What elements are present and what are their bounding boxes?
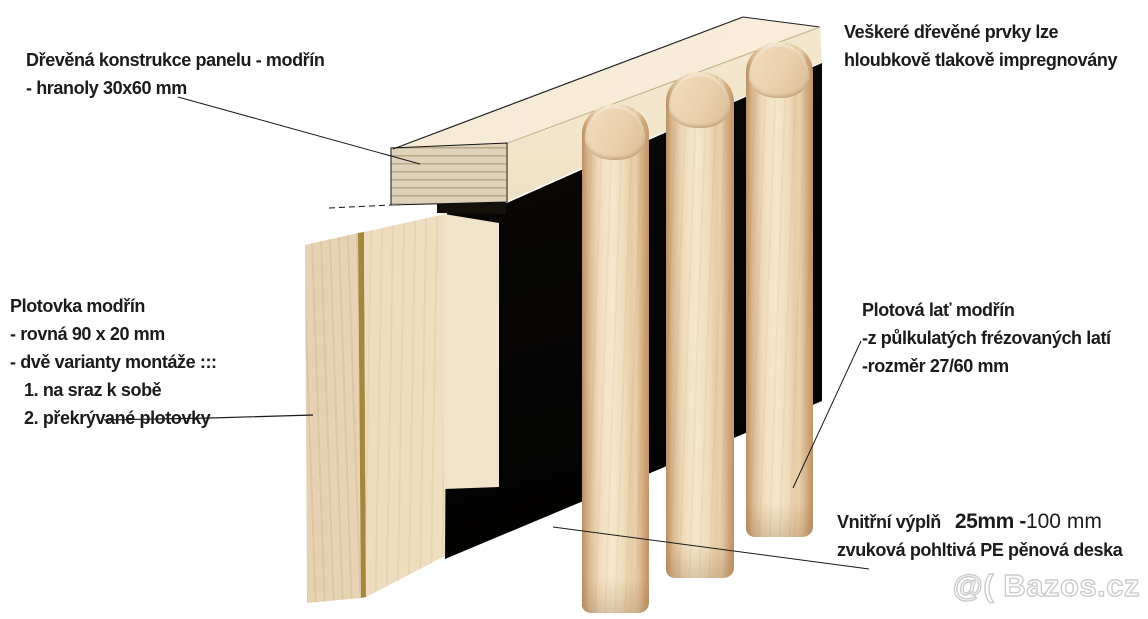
annotation-infill: Vnitřní výplň 25mm -100 mm zvuková pohlti…	[837, 508, 1123, 564]
round-lath-3	[746, 42, 813, 537]
annotation-impregnation-line1: Veškeré dřevěné prvky lze	[844, 22, 1059, 42]
annotation-board-line1: Plotovka modřín	[10, 296, 146, 316]
annotation-frame: Dřevěná konstrukce panelu - modřín - hra…	[26, 46, 325, 102]
annotation-board: Plotovka modřín - rovná 90 x 20 mm - dvě…	[10, 292, 217, 432]
annotation-lath-line3: -rozměr 27/60 mm	[862, 356, 1009, 376]
annotation-infill-line1: Vnitřní výplň 25mm -100 mm	[837, 508, 1122, 536]
round-lath-1	[582, 104, 649, 613]
infill-size-regular: 100 mm	[1025, 510, 1102, 533]
annotation-lath: Plotová lať modřín -z půlkulatých frézov…	[862, 296, 1111, 380]
annotation-impregnation-line2: hloubkově tlakově impregnovány	[844, 50, 1118, 70]
annotation-lath-line1: Plotová lať modřín	[862, 300, 1015, 320]
annotation-board-line4: 1. na sraz k sobě	[24, 380, 162, 400]
round-lath-2	[666, 72, 734, 578]
infill-size-bold: 25mm -	[954, 510, 1027, 533]
annotation-frame-line1: Dřevěná konstrukce panelu - modřín	[26, 50, 325, 70]
annotation-impregnation: Veškeré dřevěné prvky lze hloubkově tlak…	[844, 18, 1117, 74]
annotation-board-line3: - dvě varianty montáže :::	[10, 352, 217, 372]
annotation-frame-line2: - hranoly 30x60 mm	[26, 78, 187, 98]
leader-line-frame	[177, 96, 421, 165]
annotation-board-line2: - rovná 90 x 20 mm	[10, 324, 165, 344]
bazos-watermark: @( Bazos.cz	[952, 567, 1140, 603]
rail-hidden-edge-dashed	[328, 204, 392, 209]
infill-label: Vnitřní výplň	[837, 512, 941, 532]
annotation-board-line5: 2. překrývané plotovky	[24, 408, 211, 428]
annotation-lath-line2: -z půlkulatých frézovaných latí	[862, 328, 1111, 348]
annotation-infill-line2: zvuková pohltivá PE pěnová deska	[837, 540, 1123, 560]
